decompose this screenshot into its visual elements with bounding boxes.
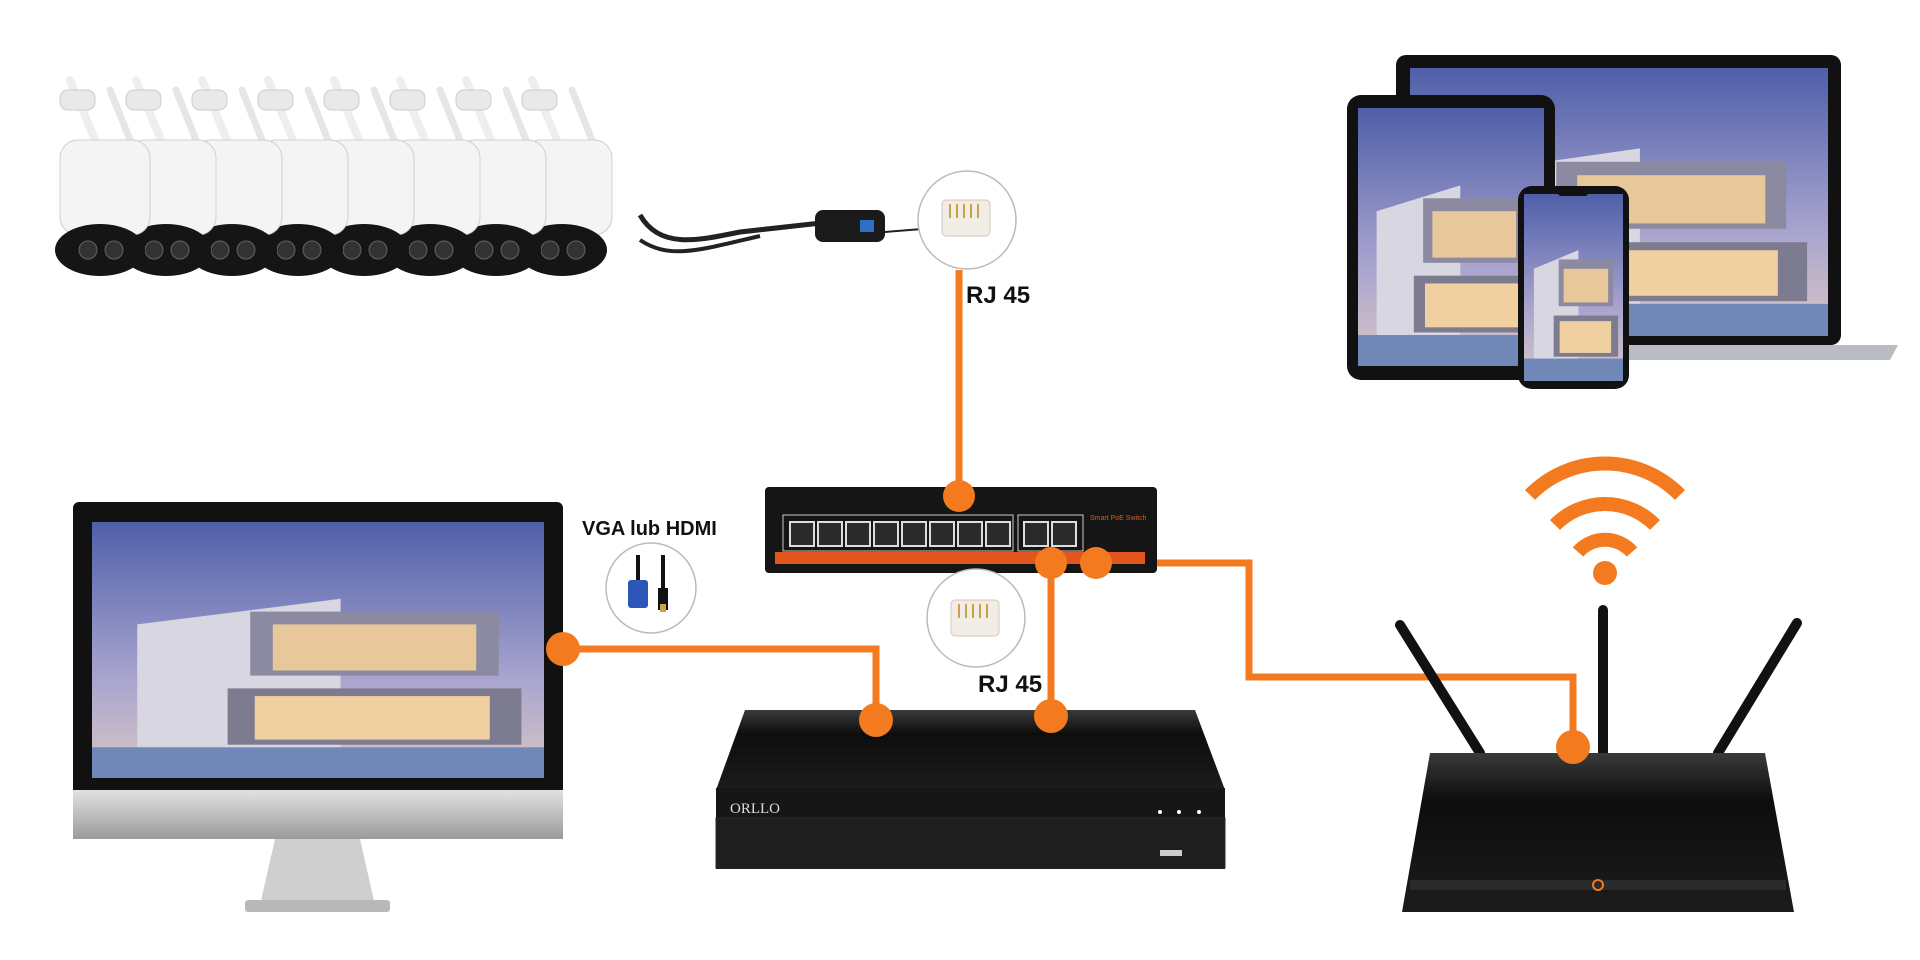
nvr-recorder: ORLLO xyxy=(715,710,1226,869)
rj45-top-label: RJ 45 xyxy=(966,282,1030,309)
wifi-router xyxy=(1395,605,1802,912)
vga-hdmi-label: VGA lub HDMI xyxy=(582,518,717,540)
dot-monitor xyxy=(546,632,580,666)
vga-hdmi-cable-icon xyxy=(605,542,697,634)
wifi-icon xyxy=(1525,456,1685,585)
ethernet-port xyxy=(901,521,927,547)
monitor xyxy=(73,502,563,912)
dot-switch-port-router xyxy=(1080,547,1112,579)
switch-title: Smart PoE Switch xyxy=(1090,515,1147,522)
tablet xyxy=(1347,95,1555,380)
ethernet-port xyxy=(789,521,815,547)
connection-dots xyxy=(546,480,1590,764)
ip-camera xyxy=(55,76,151,276)
ethernet-port xyxy=(929,521,955,547)
dot-nvr-video xyxy=(859,703,893,737)
dot-switch-port-nvr xyxy=(1035,547,1067,579)
ethernet-port xyxy=(817,521,843,547)
ethernet-port xyxy=(1023,521,1049,547)
poe-switch: Smart PoE Switch xyxy=(765,487,1157,573)
rj45-bottom-label: RJ 45 xyxy=(978,671,1042,698)
cable-switch-to-router xyxy=(1096,559,1577,747)
ip-cameras-group xyxy=(55,76,613,276)
nvr-brand-logo: ORLLO xyxy=(730,801,780,817)
cables xyxy=(563,270,1577,747)
smartphone xyxy=(1518,186,1629,389)
ethernet-port xyxy=(957,521,983,547)
rj45-connector-top xyxy=(917,170,1017,270)
ethernet-port xyxy=(845,521,871,547)
ethernet-port xyxy=(1051,521,1077,547)
dot-router xyxy=(1556,730,1590,764)
rj45-connector-bottom xyxy=(926,568,1026,668)
ethernet-port xyxy=(985,521,1011,547)
ethernet-port xyxy=(873,521,899,547)
poe-adapter xyxy=(637,210,936,254)
cable-monitor-to-nvr xyxy=(563,645,880,720)
dot-switch-uplink xyxy=(943,480,975,512)
dot-nvr-lan xyxy=(1034,699,1068,733)
